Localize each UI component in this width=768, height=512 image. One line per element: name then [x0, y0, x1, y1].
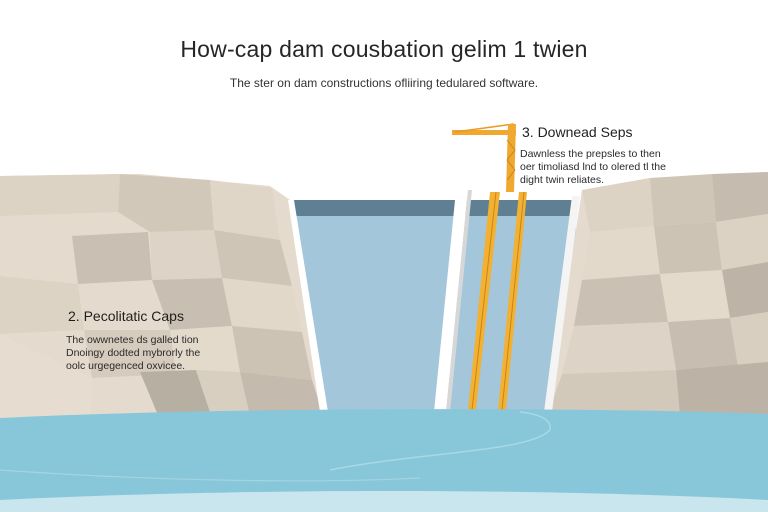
- dam-center-wall-shade: [446, 190, 472, 412]
- step2-description: The owwnetes ds galled tion Dnoingy dodt…: [66, 334, 200, 373]
- step3-description: Dawnless the prepsles to then oer timoli…: [520, 148, 666, 187]
- step2-heading: 2. Pecolitatic Caps: [68, 308, 184, 324]
- step2-line: The owwnetes ds galled tion: [66, 334, 199, 346]
- page-title: How-cap dam cousbation gelim 1 twien: [180, 36, 588, 62]
- right-cliff: [548, 172, 768, 420]
- river-ripple-2: [0, 469, 421, 482]
- river-shore: [0, 490, 768, 512]
- step2-line: oolc urgegenced oxvicee.: [66, 360, 186, 372]
- page-subtitle: The ster on dam constructions ofliiring …: [229, 76, 539, 90]
- left-cliff: [0, 174, 322, 420]
- step3-line: dight twin reliates.: [520, 174, 605, 186]
- dam-right-edge: [544, 196, 580, 412]
- step3-line: Dawnless the prepsles to then: [520, 148, 661, 160]
- river-water: [0, 409, 768, 512]
- dam-left-edge: [288, 200, 328, 412]
- dam-center-wall: [434, 190, 468, 412]
- river-ripple: [329, 411, 551, 471]
- reservoir-water: [286, 200, 576, 415]
- step3-heading: 3. Downead Seps: [522, 124, 633, 140]
- step2-line: Dnoingy dodted mybrorly the: [66, 347, 201, 359]
- construction-crane: [452, 123, 527, 411]
- step3-line: oer timoliasd lnd to olered tl the: [520, 161, 666, 173]
- reservoir-surface: [286, 200, 576, 216]
